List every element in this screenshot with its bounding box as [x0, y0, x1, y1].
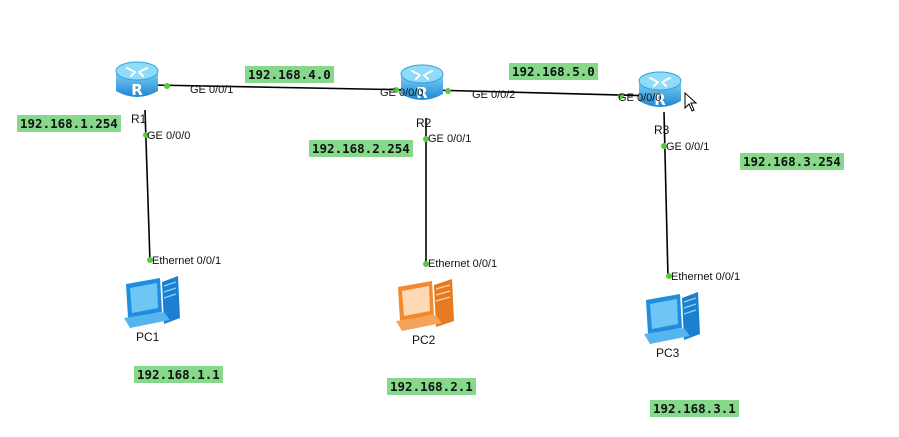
address-tag-net-r1-r2[interactable]: 192.168.4.0 [245, 66, 334, 83]
pc-icon [124, 276, 180, 328]
port-label-r1-ge001: GE 0/0/1 [190, 84, 234, 96]
address-tag-r1-lan[interactable]: 192.168.1.254 [17, 115, 121, 132]
link-r3-pc3[interactable] [663, 111, 669, 279]
address-tag-pc2[interactable]: 192.168.2.1 [387, 378, 476, 395]
router-icon: R [400, 64, 444, 102]
address-tag-pc1[interactable]: 192.168.1.1 [134, 366, 223, 383]
port-dot[interactable] [393, 87, 399, 93]
address-tag-r3-lan[interactable]: 192.168.3.254 [740, 153, 844, 170]
port-label-pc2-eth: Ethernet 0/0/1 [428, 258, 498, 270]
port-label-r3-ge001: GE 0/0/1 [666, 141, 710, 153]
pc3-label: PC3 [656, 346, 680, 360]
router-icon: R [115, 61, 159, 99]
link-r1-r2[interactable] [151, 84, 416, 91]
port-dot[interactable] [666, 273, 672, 279]
router-r3-label: R3 [654, 123, 670, 137]
router-r2-label: R2 [416, 116, 432, 130]
port-dot[interactable] [423, 136, 429, 142]
svg-text:R: R [131, 81, 143, 99]
address-tag-pc3[interactable]: 192.168.3.1 [650, 400, 739, 417]
port-dot[interactable] [143, 132, 149, 138]
pc-icon [644, 292, 700, 344]
port-dot[interactable] [423, 261, 429, 267]
pc1-label: PC1 [136, 330, 160, 344]
address-tag-net-r2-r3[interactable]: 192.168.5.0 [509, 63, 598, 80]
pc2-label: PC2 [412, 333, 436, 347]
port-dot[interactable] [618, 93, 624, 99]
port-dot[interactable] [445, 88, 451, 94]
port-dot[interactable] [661, 143, 667, 149]
svg-text:R: R [654, 91, 666, 109]
port-dot[interactable] [147, 257, 153, 263]
port-label-r2-ge001: GE 0/0/1 [428, 133, 472, 145]
pc-icon [396, 279, 454, 331]
router-r1-label: R1 [131, 112, 147, 126]
port-label-r1-ge000: GE 0/0/0 [147, 130, 191, 142]
cursor-arrow-icon [684, 92, 698, 112]
address-tag-r2-lan[interactable]: 192.168.2.254 [309, 140, 413, 157]
port-label-r2-ge000: GE 0/0/0 [380, 87, 424, 99]
router-icon: R [638, 71, 682, 109]
port-label-pc1-eth: Ethernet 0/0/1 [152, 255, 222, 267]
svg-text:R: R [416, 84, 428, 102]
port-label-r2-ge002: GE 0/0/2 [472, 89, 516, 101]
port-label-pc3-eth: Ethernet 0/0/1 [671, 271, 741, 283]
port-dot[interactable] [164, 83, 170, 89]
port-label-r3-ge000: GE 0/0/0 [618, 92, 662, 104]
